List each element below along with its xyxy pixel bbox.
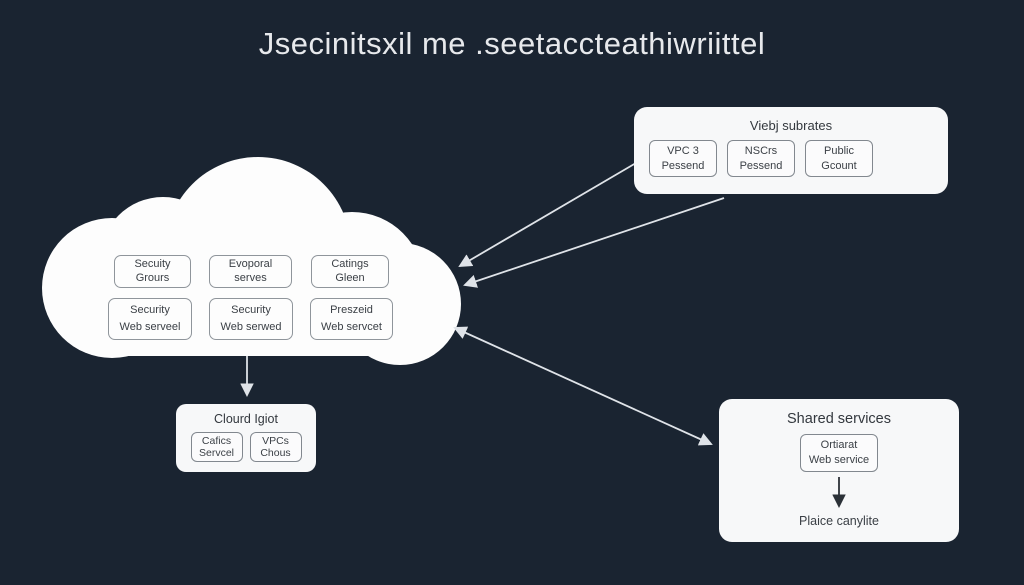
cloud-node-security-web-server-2: Security Web serwed xyxy=(209,298,293,340)
cloud-node-catings-gleen: Catings Gleen xyxy=(311,255,389,288)
igiot-node-cafics: Cafics Servcel xyxy=(190,432,243,462)
cloud-node-security-web-server-1: Security Web serveel xyxy=(108,298,192,340)
cloud-node-security-groups: Secuity Grours xyxy=(114,255,191,288)
subnet-node-nscrs: NSCrs Pessend xyxy=(727,140,795,177)
panel-web-subnets: Viebj subrates VPC 3 Pessend NSCrs Pesse… xyxy=(634,107,948,194)
subnet-node-public: Public Gcount xyxy=(805,140,873,177)
panel-web-subnets-title: Viebj subrates xyxy=(749,118,833,133)
cloud-node-evoporal-serves: Evoporal serves xyxy=(209,255,292,288)
panel-cloud-igiot-title: Clourd Igiot xyxy=(214,412,278,426)
diagram-title: Jsecinitsxil me .seetaccteathiwriittel xyxy=(258,26,766,61)
shared-services-footer-label: Plaice canylite xyxy=(799,514,879,528)
cloud-node-preszeid-web-server: Preszeid Web servcet xyxy=(310,298,393,340)
igiot-node-vpcs: VPCs Chous xyxy=(249,432,302,462)
arrow-subnets-to-cloud-2 xyxy=(463,197,725,288)
arrow-cloud-shared-bidirectional xyxy=(453,326,713,446)
shared-node-web-service: Ortiarat Web service xyxy=(800,434,878,472)
panel-cloud-igiot: Clourd Igiot Cafics Servcel VPCs Chous xyxy=(176,404,316,472)
subnet-node-vpc: VPC 3 Pessend xyxy=(649,140,717,177)
arrow-service-to-footer xyxy=(832,477,846,509)
panel-shared-services: Shared services Ortiarat Web service Pla… xyxy=(719,399,959,542)
panel-shared-services-title: Shared services xyxy=(787,411,891,427)
panel-cloud-igiot-boxes: Cafics Servcel VPCs Chous xyxy=(190,432,302,462)
panel-web-subnets-boxes: VPC 3 Pessend NSCrs Pessend Public Gcoun… xyxy=(649,140,873,177)
arrow-subnets-to-cloud-1 xyxy=(458,162,637,268)
